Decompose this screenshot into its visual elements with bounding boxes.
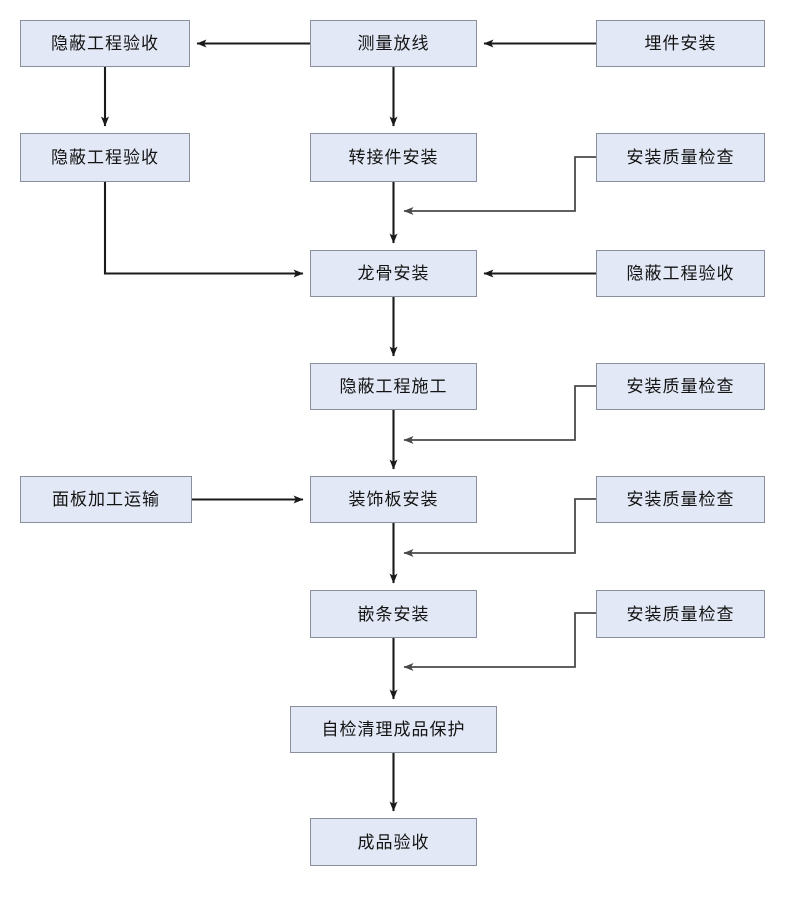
node-box[interactable]: 安装质量检查 (596, 363, 765, 410)
node-box[interactable]: 安装质量检查 (596, 476, 765, 523)
node-label: 成品验收 (357, 832, 430, 852)
node-box[interactable]: 转接件安装 (310, 133, 477, 182)
node-box[interactable]: 隐蔽工程验收 (20, 20, 190, 67)
node-label: 安装质量检查 (626, 604, 735, 624)
node-label: 隐蔽工程验收 (51, 34, 159, 53)
node-box[interactable]: 嵌条安装 (310, 590, 477, 638)
node-label: 安装质量检查 (626, 377, 735, 396)
node-box[interactable]: 测量放线 (310, 20, 477, 67)
node-label: 装饰板安装 (348, 490, 439, 509)
node-box[interactable]: 隐蔽工程验收 (596, 250, 765, 297)
node-box[interactable]: 隐蔽工程验收 (20, 133, 190, 182)
node-label: 安装质量检查 (626, 490, 735, 509)
node-label: 嵌条安装 (357, 604, 430, 624)
node-box[interactable]: 安装质量检查 (596, 590, 765, 638)
node-box[interactable]: 装饰板安装 (310, 476, 477, 523)
node-label: 测量放线 (357, 34, 430, 53)
node-label: 隐蔽工程施工 (339, 377, 448, 396)
node-box[interactable]: 龙骨安装 (310, 250, 477, 297)
node-box[interactable]: 埋件安装 (596, 20, 765, 67)
node-label: 龙骨安装 (357, 264, 430, 283)
edge-n4-n7 (103, 182, 304, 278)
node-box[interactable]: 安装质量检查 (596, 133, 765, 182)
node-box[interactable]: 隐蔽工程施工 (310, 363, 477, 410)
node-label: 隐蔽工程验收 (626, 264, 735, 283)
node-box[interactable]: 成品验收 (310, 818, 477, 866)
node-label: 安装质量检查 (626, 148, 735, 167)
node-label: 埋件安装 (644, 34, 717, 53)
node-box[interactable]: 面板加工运输 (20, 476, 192, 523)
node-label: 转接件安装 (348, 148, 439, 167)
node-label: 面板加工运输 (52, 490, 160, 509)
node-box[interactable]: 自检清理成品保护 (290, 706, 497, 753)
node-label: 自检清理成品保护 (321, 720, 466, 739)
node-label: 隐蔽工程验收 (51, 148, 159, 167)
